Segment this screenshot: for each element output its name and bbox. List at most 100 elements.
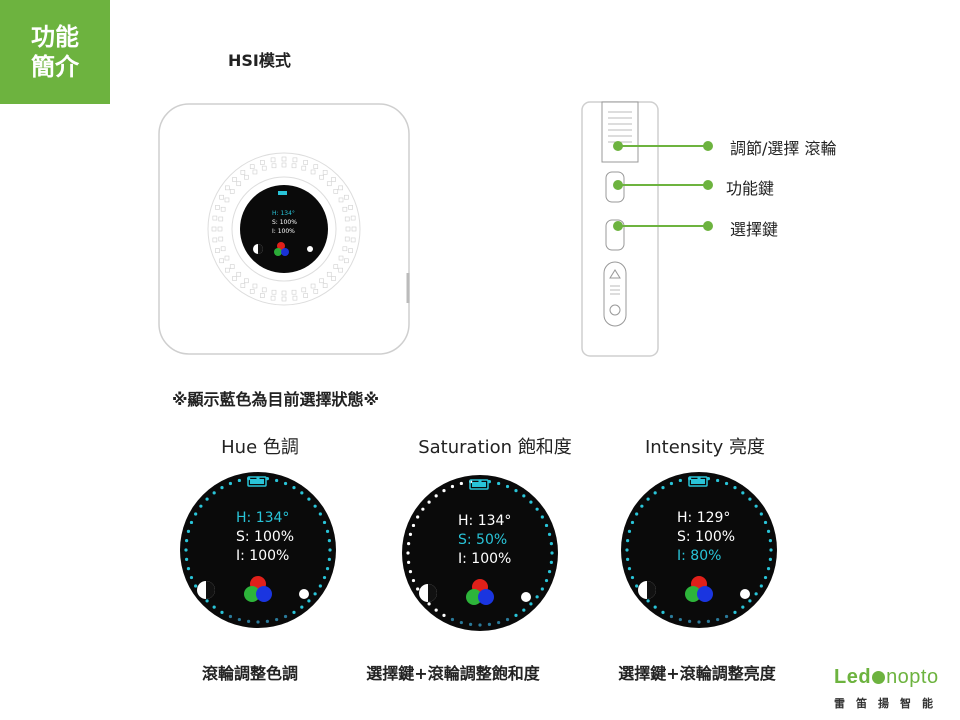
led-segment — [326, 271, 332, 277]
indicator-dot — [256, 620, 260, 624]
indicator-dot — [514, 613, 518, 617]
led-segment — [344, 216, 350, 222]
rgb-icon — [466, 579, 494, 605]
indicator-dot — [547, 570, 552, 574]
indicator-dot — [478, 623, 482, 627]
indicator-dot — [661, 610, 665, 614]
indicator-dot — [766, 567, 771, 571]
indicator-dot — [228, 614, 233, 619]
indicator-dot — [768, 557, 772, 561]
function-key[interactable] — [605, 171, 625, 203]
indicator-dot — [307, 497, 311, 501]
led-segment — [244, 278, 249, 284]
indicator-dot — [205, 497, 209, 501]
led-segment — [271, 163, 277, 169]
indicator-dot — [661, 486, 665, 490]
indicator-dot — [313, 504, 317, 508]
indicator-dot — [505, 484, 510, 489]
indicator-dot — [212, 605, 216, 609]
led-segment — [260, 293, 265, 298]
indicator-dot — [300, 605, 304, 609]
indicator-dot — [763, 520, 768, 525]
saturation-value: S: 100% — [677, 529, 735, 545]
led-segment — [261, 287, 267, 293]
led-segment — [220, 246, 226, 252]
indicator-dot — [505, 617, 510, 622]
callout-wheel-label: 調節/選擇 滾輪 — [730, 139, 837, 158]
indicator-dot — [199, 504, 203, 508]
indicator-dot — [768, 539, 772, 543]
rgb-icon — [244, 576, 272, 602]
indicator-dot — [327, 539, 331, 543]
led-segment — [215, 205, 220, 210]
led-segment — [236, 271, 242, 277]
led-segment — [322, 170, 328, 175]
indicator-dot — [408, 532, 413, 536]
indicator-dot — [327, 557, 331, 561]
indicator-dot — [228, 481, 233, 486]
indicator-dot — [748, 497, 752, 501]
indicator-dot — [442, 489, 446, 493]
indicator-dot — [220, 486, 224, 490]
indicator-dot — [544, 523, 549, 528]
indicator-dot — [716, 478, 720, 483]
indicator-dot — [427, 602, 431, 606]
logo-text-left: Led — [834, 666, 872, 688]
led-segment — [281, 156, 287, 162]
led-segment — [212, 237, 218, 243]
logo-text-right: nopto — [886, 666, 939, 688]
indicator-dot — [733, 486, 737, 490]
indicator-dot — [635, 512, 639, 516]
indicator-dot — [416, 587, 420, 591]
selection-note: ※顯示藍色為目前選擇狀態※ — [172, 390, 380, 409]
indicator-dot — [522, 608, 526, 612]
indicator-dot — [328, 548, 332, 552]
contrast-icon — [419, 584, 437, 602]
callout-function-key-label: 功能鍵 — [726, 179, 775, 198]
led-segment — [252, 169, 258, 175]
indicator-dot — [733, 610, 737, 614]
select-key[interactable] — [605, 219, 625, 251]
indicator-dot — [408, 570, 413, 574]
indicator-dot — [669, 481, 674, 486]
saturation-value: S: 100% — [236, 529, 294, 545]
indicator-dot — [434, 608, 438, 612]
indicator-dot — [697, 620, 701, 624]
indicator-dot — [450, 617, 455, 622]
indicator-dot — [540, 587, 544, 591]
indicator-dot — [322, 575, 327, 580]
led-segment — [342, 206, 348, 212]
intensity-value: I: 100% — [458, 551, 511, 567]
led-segment — [249, 289, 255, 294]
contrast-icon — [197, 581, 215, 599]
indicator-dot — [194, 584, 198, 588]
indicator-dot — [627, 567, 632, 571]
page-title: HSI模式 — [228, 51, 291, 70]
indicator-dot — [450, 484, 455, 489]
screen-saturation-mode: H: 134° S: 50% I: 100% — [402, 475, 558, 631]
led-segment — [338, 197, 344, 203]
indicator-dot — [646, 599, 650, 603]
section-tab-line2: 簡介 — [31, 53, 79, 81]
indicator-dot — [535, 507, 539, 511]
led-segment — [220, 206, 226, 212]
led-segment — [292, 295, 298, 301]
led-segment — [319, 174, 324, 180]
indicator-dot — [189, 520, 194, 525]
indicator-dot — [748, 599, 752, 603]
logo-subtitle: 雷笛揚智能 — [834, 697, 944, 710]
indicator-dot — [487, 622, 491, 626]
indicator-dot — [522, 494, 526, 498]
led-segment — [229, 264, 235, 269]
led-segment — [351, 226, 357, 232]
led-segment — [252, 283, 258, 289]
indicator-dot — [497, 620, 501, 625]
indicator-dot — [549, 542, 553, 546]
led-segment — [344, 194, 349, 200]
front-hue-text: H: 134° — [272, 210, 295, 217]
indicator-dot — [529, 602, 533, 606]
indicator-dot — [237, 478, 241, 483]
caption-hue: 滾輪調整色調 — [201, 664, 298, 683]
led-segment — [212, 215, 218, 221]
logo-mark-icon — [872, 671, 886, 684]
